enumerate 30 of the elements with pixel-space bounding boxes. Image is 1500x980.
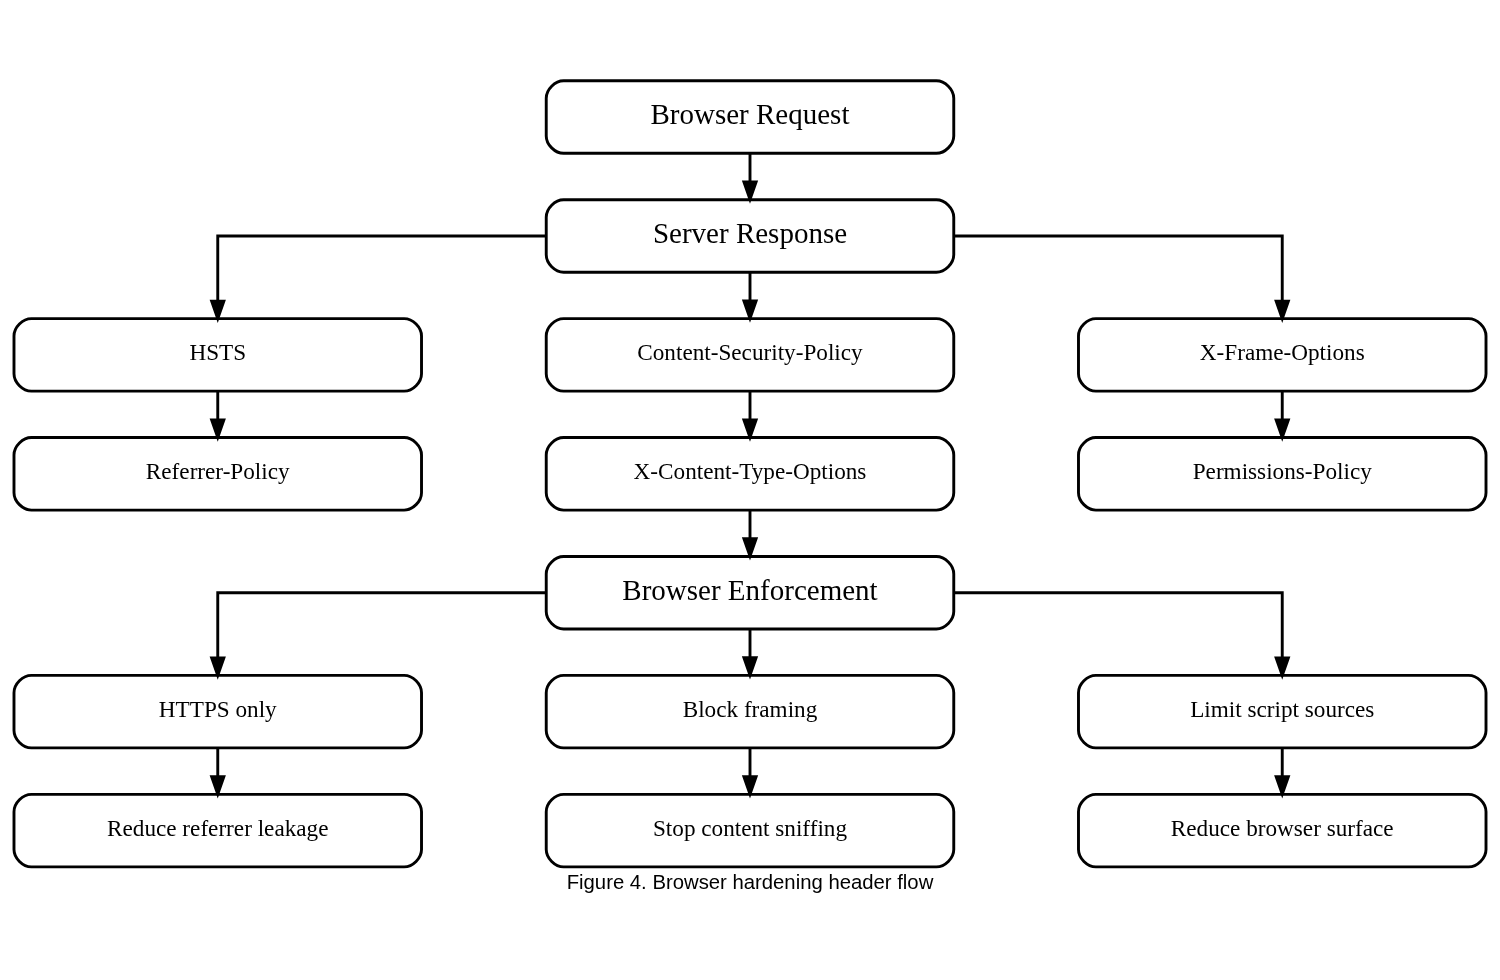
node-box: Content-Security-Policy: [544, 316, 956, 393]
node-box: X-Frame-Options: [1077, 316, 1488, 393]
arrow: [209, 747, 226, 798]
node-box: Browser Request: [544, 78, 956, 155]
node-box: HTTPS only: [12, 673, 423, 749]
arrow: [1274, 747, 1291, 798]
caption: Figure 4. Browser hardening header flow: [566, 870, 934, 893]
arrow: [1274, 390, 1291, 442]
node-box: Reduce browser surface: [1077, 792, 1488, 868]
arrow: [953, 590, 1291, 680]
node-box: Server Response: [544, 197, 956, 274]
arrow: [741, 509, 759, 561]
node-box: Reduce referrer leakage: [12, 792, 423, 868]
node-box: X-Content-Type-Options: [544, 435, 956, 512]
node-box: HSTS: [12, 316, 423, 393]
arrow: [209, 234, 547, 323]
arrow: [741, 628, 759, 680]
arrow: [741, 271, 759, 323]
node-box: Browser Enforcement: [544, 554, 956, 630]
node-box: Limit script sources: [1077, 673, 1488, 749]
arrow: [741, 747, 759, 798]
arrow: [741, 390, 759, 442]
node-box: Permissions-Policy: [1077, 435, 1488, 512]
arrow: [741, 152, 759, 204]
arrow: [953, 234, 1291, 323]
node-box: Referrer-Policy: [12, 435, 423, 512]
arrow: [209, 590, 547, 680]
arrow: [209, 390, 226, 442]
node-box: Block framing: [544, 673, 956, 749]
node-box: Stop content sniffing: [544, 792, 956, 868]
